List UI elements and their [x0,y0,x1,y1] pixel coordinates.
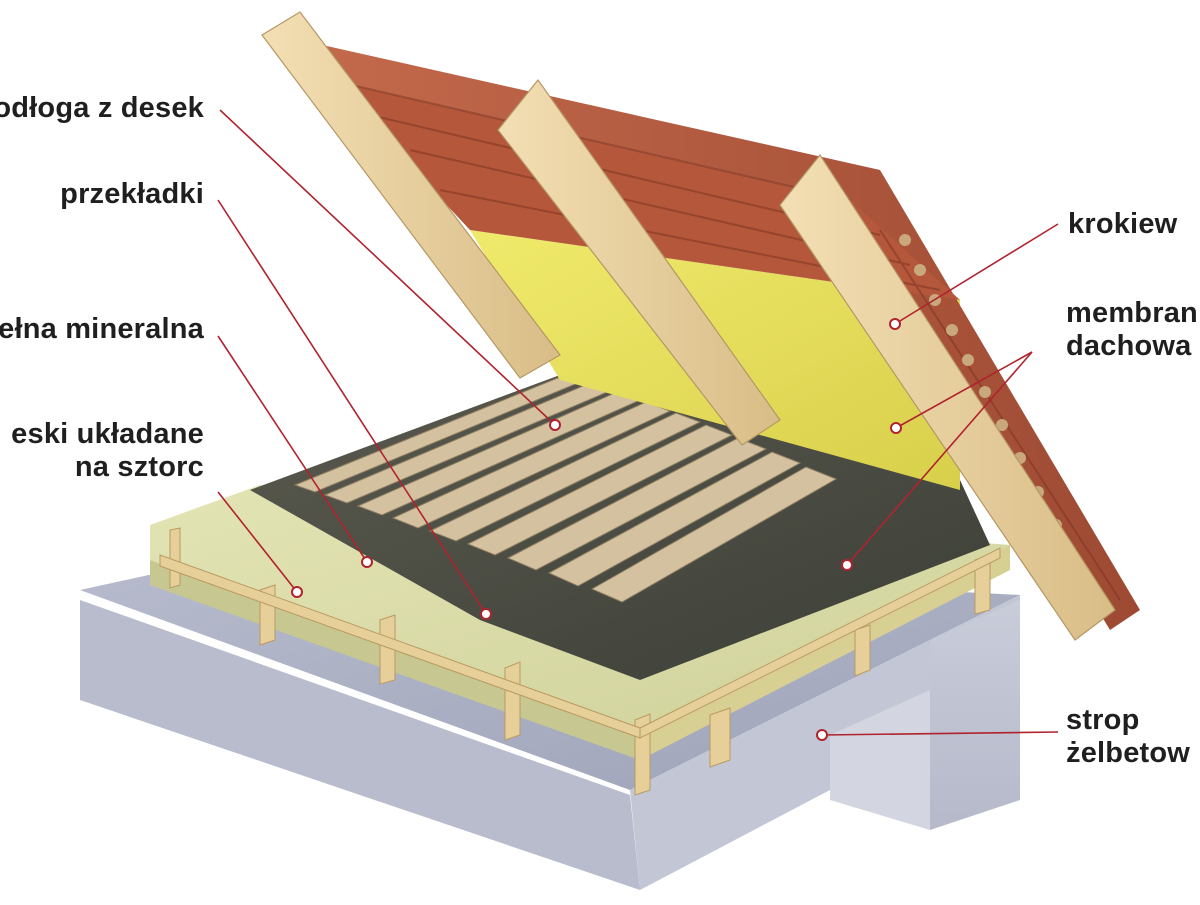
leader-dots [291,318,902,741]
label-podloga-z-desek: odłoga z desek [0,92,204,124]
rafters [261,11,1116,641]
label-krokiew: krokiew [1068,208,1178,240]
leader-lines [217,109,1059,736]
label-deski-ukladane-na-sztorc: eski układane na sztorc [11,418,204,483]
label-przekladki: przekładki [60,178,204,210]
label-welna-mineralna: ełna mineralna [0,313,204,345]
label-membrana-dachowa: membran dachowa [1066,297,1198,362]
standing-boards [159,527,1001,796]
floor-boards [293,374,838,603]
label-strop-zelbetowy: strop żelbetow [1066,704,1191,769]
